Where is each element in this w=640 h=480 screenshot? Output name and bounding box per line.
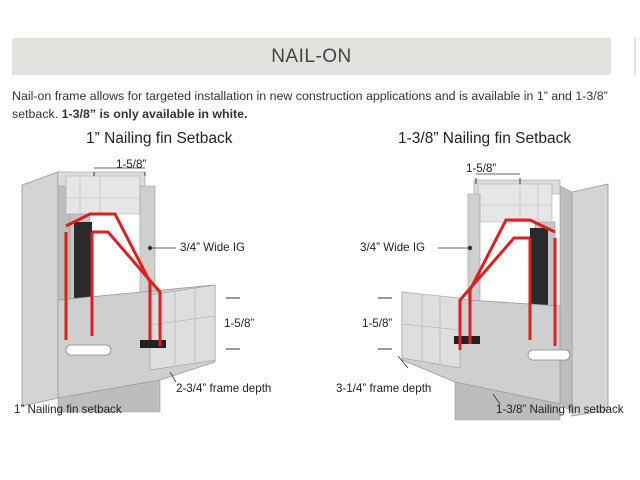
intro-paragraph: Nail-on frame allows for targeted instal… (12, 87, 622, 123)
left-setback-label: 1” Nailing fin setback (14, 403, 122, 416)
left-frame-illustration (21, 171, 216, 413)
intro-bold-note: 1-3/8” is only available in white. (61, 107, 248, 121)
right-dimension-lines (378, 173, 521, 405)
right-frame-illustration (401, 179, 609, 421)
right-ig-label: 3/4” Wide IG (360, 241, 426, 254)
right-depth-label: 3-1/4” frame depth (336, 382, 432, 395)
page-title: NAIL-ON (271, 45, 352, 67)
intro-text: Nail-on frame allows for targeted instal… (12, 89, 608, 121)
right-width-label: 1-5/8” (466, 162, 497, 175)
left-ig-label: 3/4” Wide IG (180, 241, 246, 254)
header-banner: NAIL-ON (12, 38, 611, 75)
left-diagram-title: 1” Nailing fin Setback (86, 130, 233, 147)
left-width-label: 1-5/8” (116, 158, 147, 171)
left-depth-label: 2-3/4” frame depth (176, 382, 272, 395)
left-height-label: 1-5/8” (224, 317, 255, 330)
banner-edge (634, 38, 636, 75)
right-setback-label: 1-3/8” Nailing fin setback (496, 403, 624, 416)
left-dimension-lines (93, 167, 240, 383)
right-height-label: 1-5/8” (362, 317, 393, 330)
right-diagram-title: 1-3/8” Nailing fin Setback (398, 130, 572, 147)
